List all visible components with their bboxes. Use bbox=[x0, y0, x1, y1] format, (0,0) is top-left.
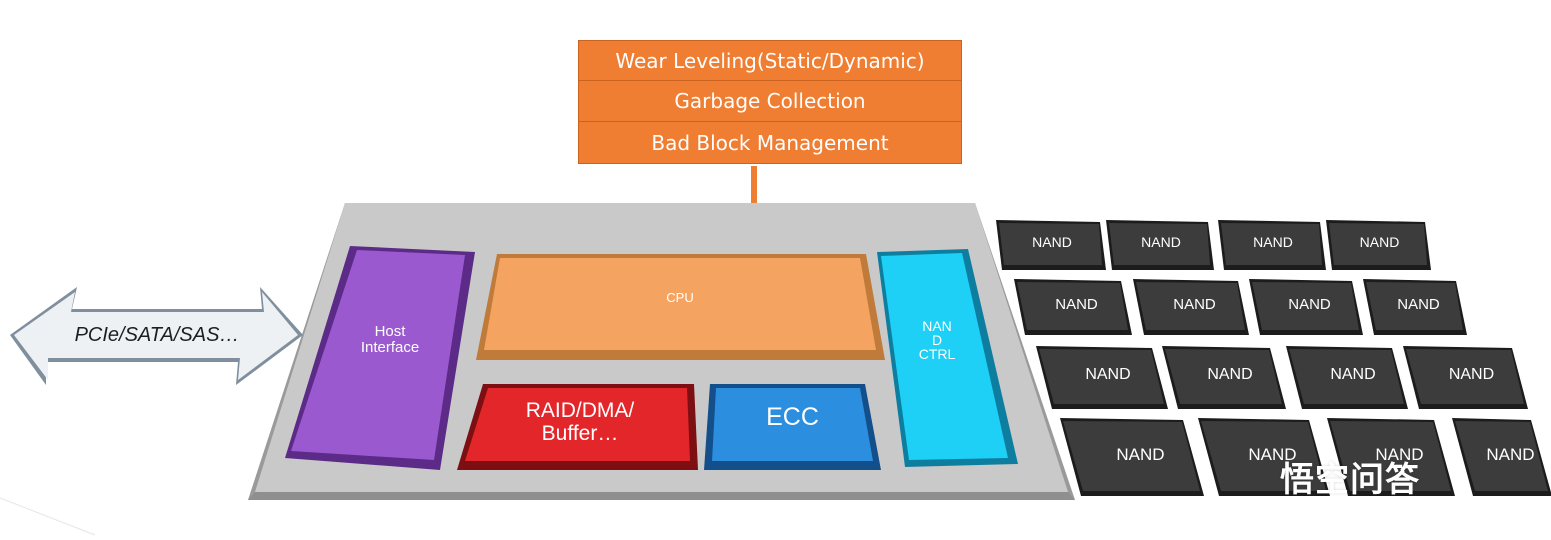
nand-chip bbox=[1218, 220, 1326, 270]
nand-ctrl-block bbox=[877, 249, 1018, 467]
ftl-bad-block-box: Bad Block Management bbox=[578, 122, 962, 164]
nand-chip bbox=[1326, 220, 1431, 270]
ftl-garbage-collection-box: Garbage Collection bbox=[578, 81, 962, 122]
nand-chip bbox=[1363, 279, 1467, 335]
nand-chip bbox=[1106, 220, 1214, 270]
nand-chip bbox=[1249, 279, 1363, 335]
cpu-block bbox=[476, 254, 885, 360]
nand-chip bbox=[1286, 346, 1408, 409]
nand-chip bbox=[1403, 346, 1528, 409]
nand-chip bbox=[1133, 279, 1249, 335]
nand-chip bbox=[1198, 418, 1330, 496]
interface-arrow bbox=[10, 287, 303, 385]
nand-chip bbox=[1014, 279, 1132, 335]
nand-chip bbox=[1036, 346, 1168, 409]
host-interface-block bbox=[285, 246, 475, 470]
nand-chip bbox=[1060, 418, 1204, 496]
ftl-wear-leveling-box: Wear Leveling(Static/Dynamic) bbox=[578, 40, 962, 81]
nand-chip bbox=[1452, 418, 1551, 496]
ftl-bad-block-label: Bad Block Management bbox=[651, 130, 889, 155]
ftl-garbage-collection-label: Garbage Collection bbox=[674, 89, 866, 113]
raid-block bbox=[457, 384, 698, 470]
ecc-block bbox=[704, 384, 881, 470]
nand-chip-grid bbox=[996, 220, 1551, 496]
nand-chip bbox=[1327, 418, 1455, 496]
ftl-wear-leveling-label: Wear Leveling(Static/Dynamic) bbox=[615, 48, 925, 73]
watermark-text: 悟空问答 bbox=[1280, 460, 1420, 500]
nand-chip bbox=[996, 220, 1106, 270]
nand-chip bbox=[1162, 346, 1286, 409]
decorative-line bbox=[0, 497, 96, 536]
